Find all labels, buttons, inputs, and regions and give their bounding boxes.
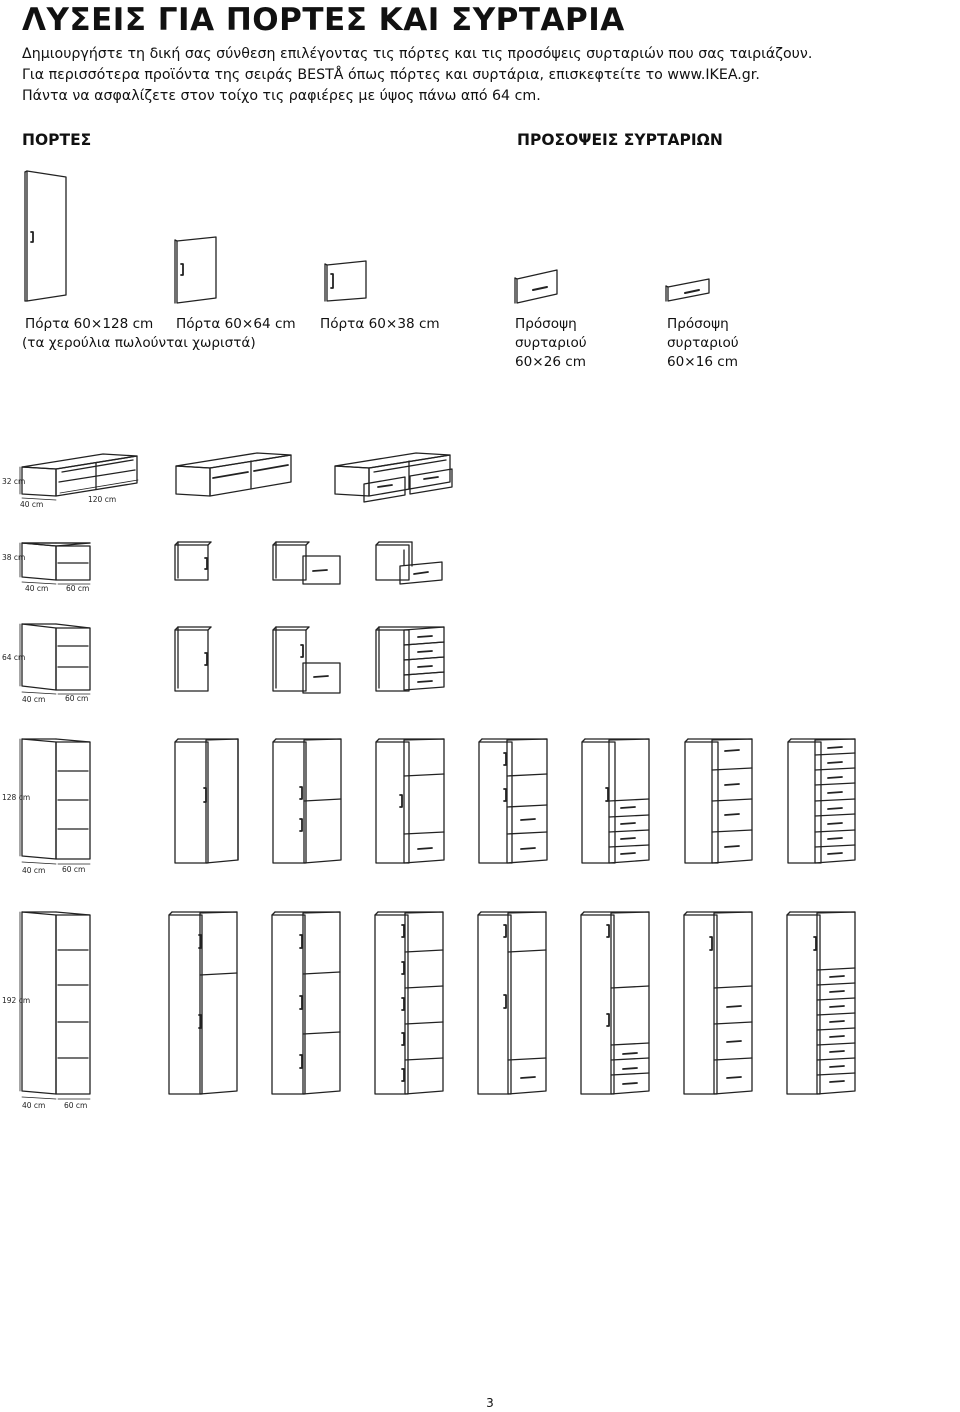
door-60x38-icon (324, 260, 367, 302)
cabinet-64-open-icon (21, 623, 91, 691)
door-64-label: Πόρτα 60×64 cm (176, 316, 296, 332)
drawer-front-26-label: Πρόσοψη συρταριού 60×26 cm (515, 315, 587, 372)
cabinet-128-two-doors-icon (272, 738, 342, 864)
dim-depth-40: 40 cm (25, 584, 48, 593)
bookcase-192-open-icon (21, 911, 91, 1095)
low-unit-doors-icon (175, 452, 292, 497)
intro-line: Δημιουργήστε τη δική σας σύνθεση επιλέγο… (22, 46, 813, 62)
cabinet-192-two-doors-icon (168, 911, 238, 1095)
dim-width-60: 60 cm (65, 694, 88, 703)
label-line: 60×26 cm (515, 354, 587, 370)
door-60x64-icon (174, 236, 217, 304)
drawer-front-16-label: Πρόσοψη συρταριού 60×16 cm (667, 315, 739, 372)
cabinet-192-doors-drawer-icon (477, 911, 547, 1095)
cabinet-38-open-icon (21, 542, 91, 581)
dim-height-128: 128 cm (2, 793, 30, 802)
dim-depth-40: 40 cm (22, 1101, 45, 1110)
label-line: συρταριού (515, 335, 587, 351)
cabinet-64-door-drawer-icon (272, 626, 341, 694)
label-line: Πρόσοψη (667, 316, 729, 332)
cabinet-128-door-drawer-icon (375, 738, 445, 864)
doors-heading: ΠΟΡΤΕΣ (22, 131, 92, 149)
label-line: 60×16 cm (667, 354, 739, 370)
cabinet-128-door-four-drawers-icon (581, 738, 650, 864)
dim-depth-40: 40 cm (22, 866, 45, 875)
label-line: συρταριού (667, 335, 739, 351)
cabinet-192-doors-four-drawers-icon (580, 911, 650, 1095)
dimension-labels: 32 cm 40 cm 120 cm 38 cm 40 cm 60 cm 64 … (2, 477, 116, 1110)
label-line: Πρόσοψη (515, 316, 577, 332)
cabinet-128-four-drawers-icon (684, 738, 753, 864)
page-title: ΛΥΣΕΙΣ ΓΙΑ ΠΟΡΤΕΣ ΚΑΙ ΣΥΡΤΑΡΙΑ (22, 2, 625, 38)
dim-height-32: 32 cm (2, 477, 25, 486)
cabinet-192-door-eight-drawers-icon (786, 911, 856, 1095)
handles-note: (τα χερούλια πωλούνται χωριστά) (22, 335, 256, 351)
cabinet-64-four-drawers-icon (375, 626, 445, 692)
low-unit-drawers-icon (334, 452, 453, 503)
dim-height-64: 64 cm (2, 653, 25, 662)
intro-text: Δημιουργήστε τη δική σας σύνθεση επιλέγο… (22, 44, 812, 107)
drawer-front-60x26-icon (514, 269, 558, 304)
intro-line: Για περισσότερα προϊόντα της σειράς BEST… (22, 67, 760, 83)
cabinet-128-door-drawers-icon (478, 738, 548, 864)
dimension-lines (19, 466, 139, 1100)
drawer-front-60x16-icon (665, 278, 710, 302)
intro-line: Πάντα να ασφαλίζετε στον τοίχο τις ραφιέ… (22, 88, 541, 104)
drawer-fronts-heading: ΠΡΟΣΟΨΕΙΣ ΣΥΡΤΑΡΙΩΝ (517, 131, 723, 149)
door-128-label: Πόρτα 60×128 cm (25, 316, 154, 332)
dim-height-192: 192 cm (2, 996, 30, 1005)
dim-depth-40: 40 cm (22, 695, 45, 704)
dim-width-60: 60 cm (62, 865, 85, 874)
door-60x128-icon (24, 170, 67, 302)
dim-width-120: 120 cm (88, 495, 116, 504)
cabinet-192-three-doors-icon (271, 911, 341, 1095)
cabinet-38-door-icon (174, 541, 212, 581)
page-number: 3 (486, 1396, 494, 1410)
dim-width-60: 60 cm (66, 584, 89, 593)
cabinet-128-eight-drawers-icon (787, 738, 856, 864)
cabinet-192-five-doors-icon (374, 911, 444, 1095)
dim-width-60: 60 cm (64, 1101, 87, 1110)
cabinet-38-drawer-icon (272, 541, 341, 585)
cabinet-38-open-drawer-icon (375, 541, 443, 585)
low-unit-open-icon (21, 453, 138, 497)
bookcase-128-open-icon (21, 738, 91, 860)
cabinet-192-door-four-drawers-icon (683, 911, 753, 1095)
door-38-label: Πόρτα 60×38 cm (320, 316, 440, 332)
dim-height-38: 38 cm (2, 553, 25, 562)
dim-depth-40: 40 cm (20, 500, 43, 509)
cabinet-64-door-icon (174, 626, 212, 692)
cabinet-128-door-icon (174, 738, 239, 864)
